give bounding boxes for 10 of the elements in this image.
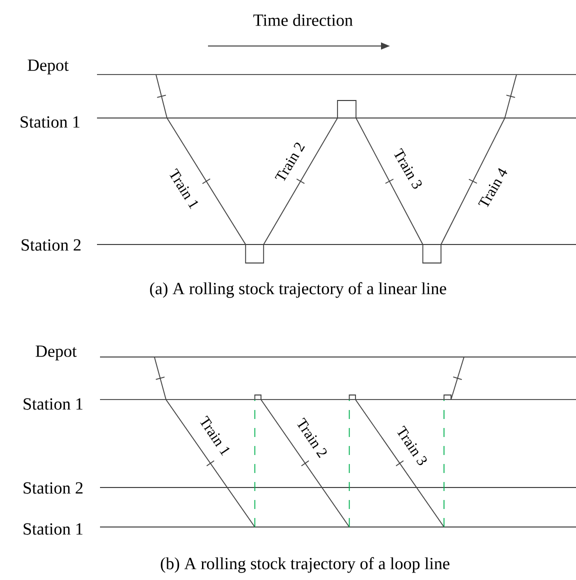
station-label: Station 2 bbox=[24, 482, 83, 494]
station-label: Station 1 bbox=[24, 398, 82, 410]
direction-label: Time direction bbox=[253, 14, 353, 26]
station-label: Station 1 bbox=[20, 116, 80, 128]
station-label: Depot bbox=[28, 60, 69, 74]
caption: (a) A rolling stock trajectory of a linear line bbox=[150, 282, 446, 298]
station-label: Station 1 bbox=[24, 523, 82, 535]
station-label: Station 2 bbox=[22, 239, 81, 251]
station-label: Depot bbox=[36, 346, 77, 360]
caption: (b) A rolling stock trajectory of a loop line bbox=[160, 557, 450, 573]
